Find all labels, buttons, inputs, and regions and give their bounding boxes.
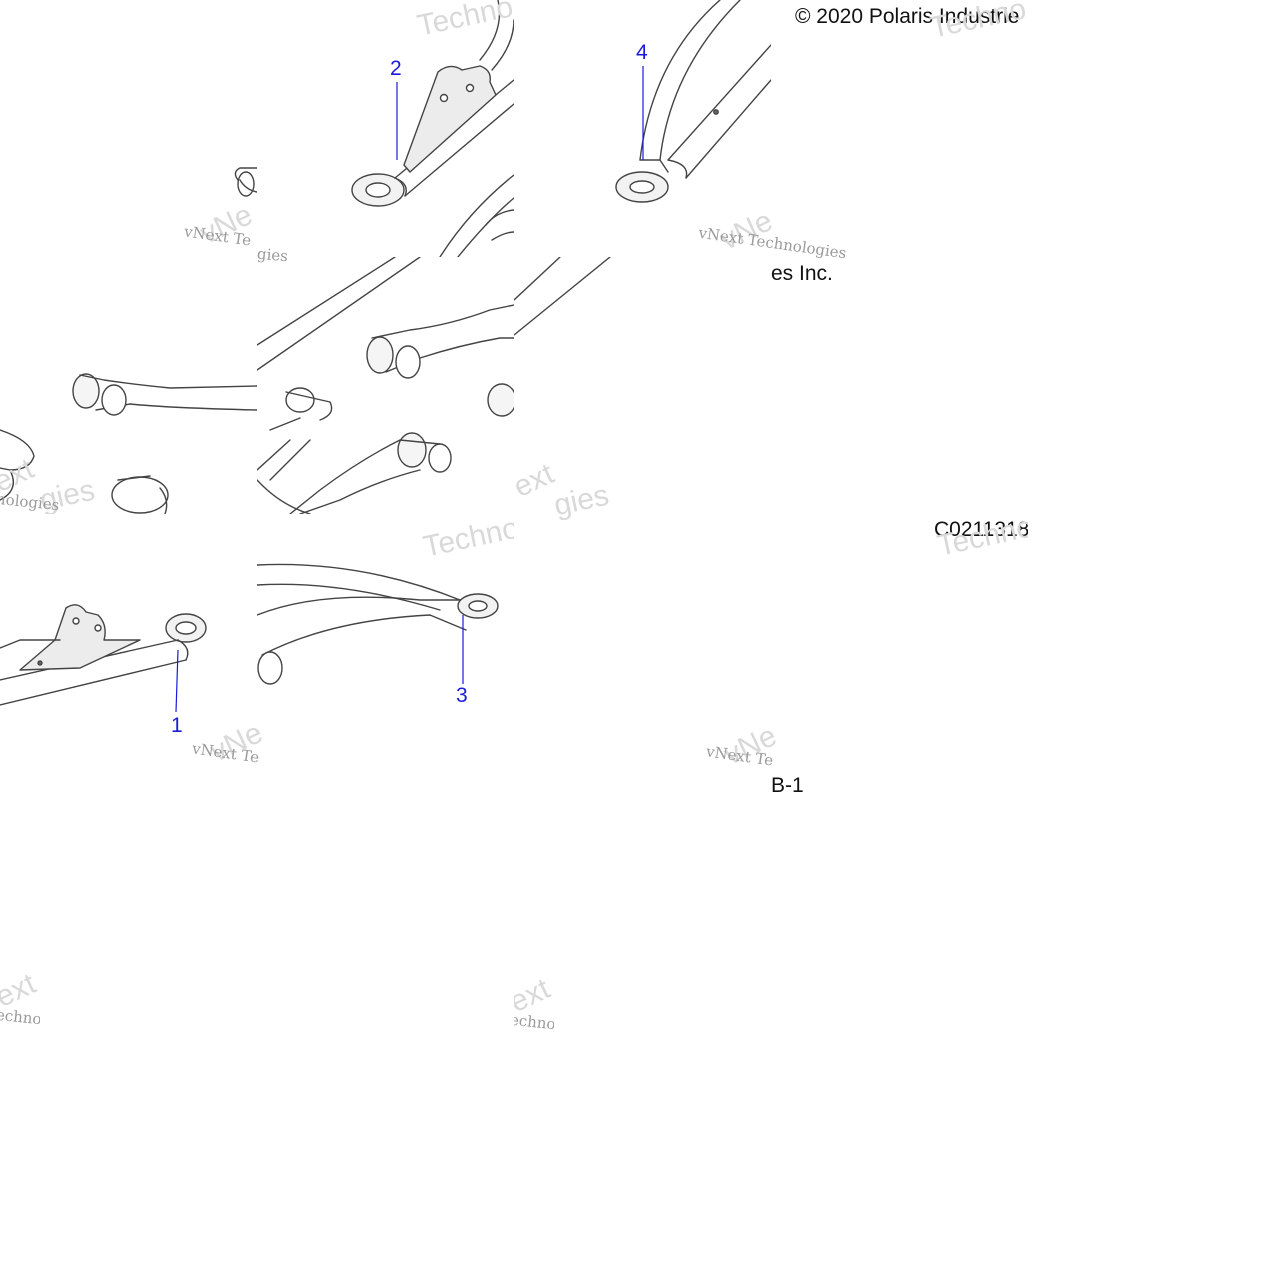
copyright-text: © 2020 Polaris Industrie bbox=[795, 5, 1020, 28]
tube-end-fragment bbox=[234, 167, 257, 197]
callout-3: 3 bbox=[456, 684, 468, 707]
copyright-tail: es Inc. bbox=[771, 262, 833, 285]
watermark-logo: Techno bbox=[414, 0, 514, 43]
lower-arm-front bbox=[0, 604, 207, 706]
watermark-logo: gies bbox=[257, 246, 289, 266]
part-code: C0211318 bbox=[934, 518, 1028, 541]
watermark-logo: gies bbox=[551, 478, 612, 520]
watermark-logo: Techno bbox=[927, 0, 1028, 40]
upper-arm-front bbox=[351, 0, 514, 257]
upper-arm-rear bbox=[615, 0, 771, 203]
code-fragment: B-1 bbox=[771, 774, 804, 797]
watermark-logo: Technologies bbox=[420, 505, 514, 555]
watermark-logo: echno bbox=[0, 1005, 40, 1029]
watermark-logo: echno bbox=[514, 1010, 554, 1034]
cross-tube-center bbox=[257, 257, 514, 514]
callout-1: 1 bbox=[171, 714, 183, 737]
callout-2: 2 bbox=[390, 57, 402, 80]
lower-arm-rear bbox=[257, 563, 499, 685]
watermark-logo: Techno bbox=[935, 520, 1028, 554]
callout-4: 4 bbox=[636, 41, 648, 64]
tube-top-right bbox=[514, 257, 611, 336]
cross-tube-left bbox=[0, 373, 257, 514]
